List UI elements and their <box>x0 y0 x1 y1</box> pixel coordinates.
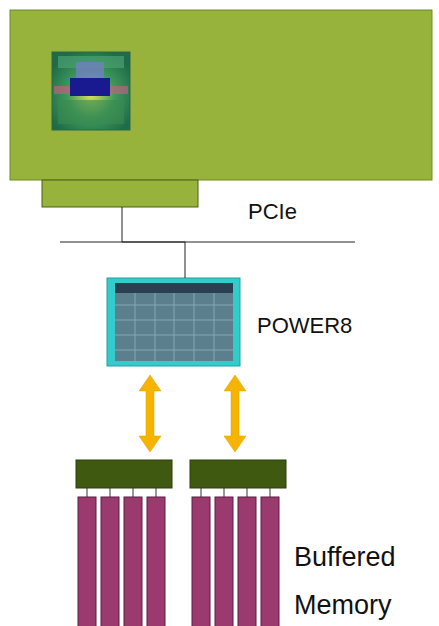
dimm-modules <box>78 497 279 626</box>
power8-box <box>107 278 240 366</box>
buffered-memory: Buffered Memory <box>76 460 286 626</box>
memory-link-arrow <box>224 375 246 452</box>
node-label: POWER8 <box>257 313 367 339</box>
bus-connector <box>122 207 185 278</box>
pcie-card: PCIe <box>10 10 432 207</box>
node-label: Buffered Memory <box>294 533 426 626</box>
pcie-card <box>10 10 432 207</box>
node-label: PCIe <box>248 199 328 225</box>
pcie-bus-line <box>60 242 355 243</box>
power8-chip: POWER8 <box>107 278 240 366</box>
memory-buffers <box>76 460 286 488</box>
memory-link-arrow <box>139 375 161 452</box>
accelerator-chip <box>52 52 130 130</box>
buffer-wires <box>87 488 270 497</box>
